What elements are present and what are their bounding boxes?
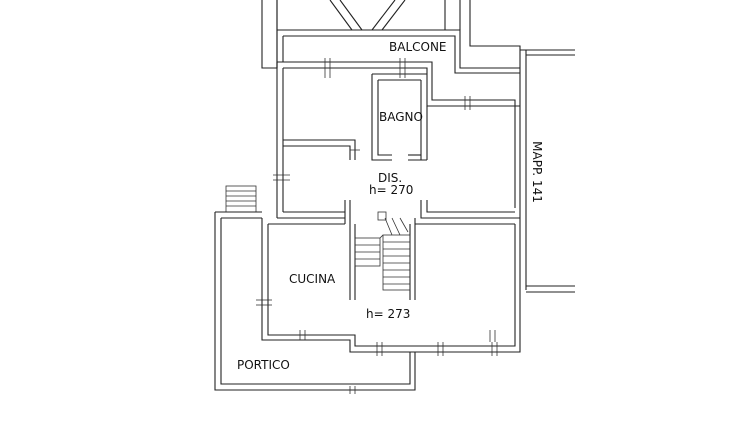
right-boundary: [519, 49, 575, 345]
staircase: [354, 211, 411, 291]
label-main-height: h= 273: [366, 307, 410, 321]
label-cucina: CUCINA: [289, 272, 336, 286]
label-balcone: BALCONE: [389, 40, 447, 54]
top-structure: [261, 0, 521, 69]
right-room-walls: [420, 200, 520, 219]
balcony: [276, 29, 520, 74]
label-bagno: BAGNO: [379, 110, 423, 124]
left-room-walls: [283, 139, 356, 160]
bagno-walls: [371, 73, 428, 161]
label-portico: PORTICO: [237, 358, 290, 372]
window-marks: [256, 58, 498, 394]
label-dis: DIS.: [378, 171, 402, 185]
external-stair: [225, 185, 257, 213]
label-mapp: MAPP. 141: [530, 141, 544, 203]
label-dis-height: h= 270: [369, 183, 413, 197]
portico: [214, 211, 416, 391]
